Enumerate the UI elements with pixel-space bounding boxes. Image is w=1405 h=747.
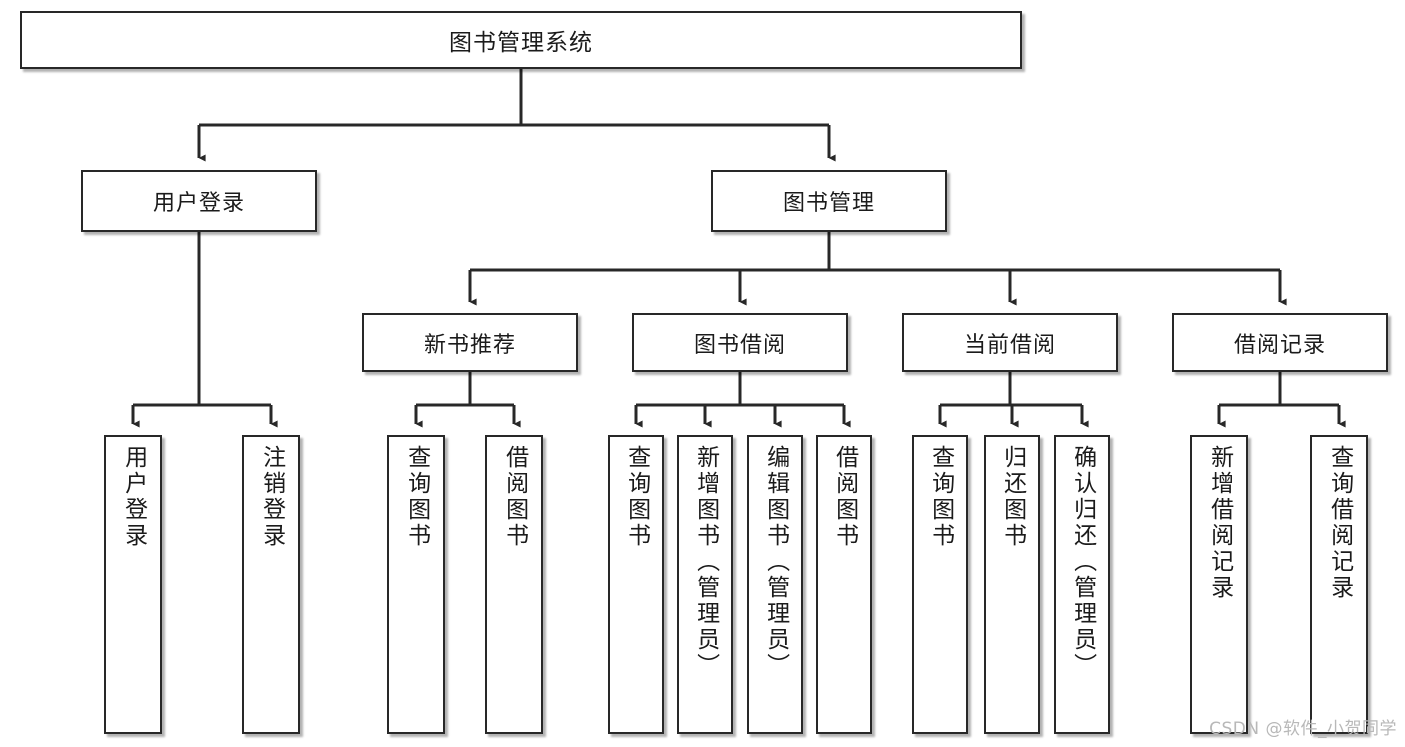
node-label: 借阅图书 — [501, 445, 528, 549]
node-leaf-add-record[interactable]: 新增借阅记录 — [1190, 435, 1248, 734]
node-label: 查询借阅记录 — [1326, 445, 1353, 601]
node-label: 确认归还（管理员） — [1069, 445, 1096, 679]
node-label: 编辑图书（管理员） — [762, 445, 789, 679]
node-leaf-confirm-return[interactable]: 确认归还（管理员） — [1054, 435, 1110, 734]
node-leaf-edit-book[interactable]: 编辑图书（管理员） — [747, 435, 803, 734]
node-user-login[interactable]: 用户登录 — [81, 170, 317, 232]
node-leaf-add-book[interactable]: 新增图书（管理员） — [677, 435, 733, 734]
node-book-manage[interactable]: 图书管理 — [711, 170, 947, 232]
node-label: 归还图书 — [999, 445, 1026, 549]
node-label: 借阅记录 — [1233, 332, 1326, 358]
node-leaf-user-login[interactable]: 用户登录 — [104, 435, 162, 734]
node-label: 用户登录 — [120, 445, 147, 549]
node-label: 新增图书（管理员） — [692, 445, 719, 679]
node-root-system[interactable]: 图书管理系统 — [20, 11, 1022, 69]
node-new-book-rec[interactable]: 新书推荐 — [362, 313, 578, 372]
node-label: 图书管理 — [782, 191, 875, 216]
node-leaf-query-book-borrow[interactable]: 查询图书 — [608, 435, 664, 734]
node-label: 图书管理系统 — [449, 30, 593, 56]
node-label: 查询图书 — [403, 445, 430, 549]
node-leaf-return-book[interactable]: 归还图书 — [984, 435, 1040, 734]
node-leaf-user-logout[interactable]: 注销登录 — [242, 435, 300, 734]
node-leaf-query-book-cur[interactable]: 查询图书 — [912, 435, 968, 734]
node-label: 当前借阅 — [963, 332, 1056, 358]
node-label: 用户登录 — [152, 191, 245, 216]
node-current-borrow[interactable]: 当前借阅 — [902, 313, 1118, 372]
node-label: 借阅图书 — [831, 445, 858, 549]
node-leaf-query-record[interactable]: 查询借阅记录 — [1310, 435, 1368, 734]
node-label: 新增借阅记录 — [1206, 445, 1233, 601]
node-label: 查询图书 — [623, 445, 650, 549]
node-leaf-borrow-book-rec[interactable]: 借阅图书 — [485, 435, 543, 734]
node-book-borrow[interactable]: 图书借阅 — [632, 313, 848, 372]
node-label: 注销登录 — [258, 445, 285, 549]
node-leaf-borrow-book[interactable]: 借阅图书 — [816, 435, 872, 734]
node-leaf-query-book-rec[interactable]: 查询图书 — [387, 435, 445, 734]
node-label: 图书借阅 — [693, 332, 786, 358]
node-borrow-record[interactable]: 借阅记录 — [1172, 313, 1388, 372]
node-label: 新书推荐 — [423, 332, 516, 358]
node-label: 查询图书 — [927, 445, 954, 549]
